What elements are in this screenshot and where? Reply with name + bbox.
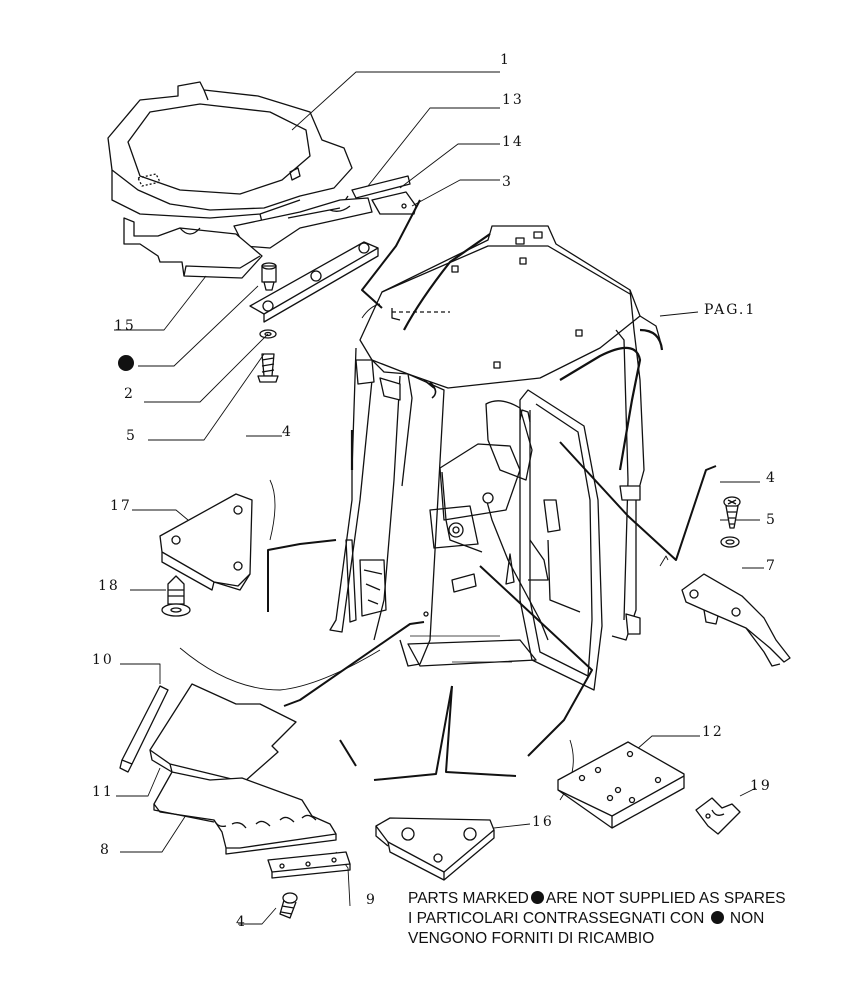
callout-4: 4: [282, 424, 293, 440]
marked-dot-icon: [118, 355, 134, 371]
part-5-washer: [259, 329, 277, 339]
part-17-plate: [159, 493, 253, 591]
callout-5-right: 5: [766, 512, 777, 528]
part-4-screw-right: [723, 496, 741, 529]
part-14-strip: [351, 175, 411, 199]
note-line-2-end: NON: [729, 910, 765, 927]
callout-pag1: PAG.1: [704, 302, 757, 318]
part-18-rivet: [161, 575, 191, 617]
callout-15: 15: [114, 318, 136, 334]
cab-assembly: [329, 225, 664, 691]
part-7-bracket: [681, 573, 791, 667]
callout-8: 8: [100, 842, 111, 858]
callout-17: 17: [110, 498, 132, 514]
marked-bolt: [261, 262, 277, 291]
note-line-1-start: PARTS MARKED: [408, 890, 529, 907]
callout-13: 13: [502, 92, 524, 108]
note-line-1-end: ARE NOT SUPPLIED AS SPARES: [545, 890, 786, 907]
part-4-screw-lower: [279, 892, 298, 919]
part-2-rail: [249, 241, 379, 323]
note-line-1: PARTS MARKED ARE NOT SUPPLIED AS SPARES: [408, 890, 786, 908]
dot-marker-icon: [530, 891, 544, 904]
part-13-lower-liner: [233, 197, 373, 249]
callout-9: 9: [366, 892, 377, 908]
callout-5: 5: [126, 428, 137, 444]
part-16-plate: [375, 817, 495, 881]
callout-19: 19: [750, 778, 772, 794]
callout-18: 18: [98, 578, 120, 594]
leader-lines-thick: [267, 199, 717, 781]
part-11-panel: [149, 683, 297, 783]
note-line-2-start: I PARTICOLARI CONTRASSEGNATI CON: [408, 910, 705, 927]
part-8-floor-plate: [153, 771, 337, 855]
note-line-3: VENGONO FORNITI DI RICAMBIO: [408, 930, 655, 947]
callout-4-right: 4: [766, 470, 777, 486]
leader-lines-thin: [114, 71, 764, 925]
callout-11: 11: [92, 784, 114, 800]
part-12-plate: [557, 741, 685, 829]
part-5-washer-right: [720, 536, 740, 548]
callout-1: 1: [500, 52, 511, 68]
callout-10: 10: [92, 652, 114, 668]
part-19-clip: [695, 797, 741, 835]
part-9-strip: [267, 851, 351, 879]
part-10-strip: [119, 685, 169, 773]
callout-16: 16: [532, 814, 554, 830]
note-line-2: I PARTICOLARI CONTRASSEGNATI CON NON: [408, 910, 764, 928]
part-3-bracket: [371, 191, 417, 215]
callout-14: 14: [502, 134, 524, 150]
callout-3: 3: [502, 174, 513, 190]
part-15-foam: [123, 217, 263, 279]
dot-marker-icon: [710, 911, 724, 924]
callout-2: 2: [124, 386, 135, 402]
part-1-roof-liner: [107, 81, 353, 223]
callout-7: 7: [766, 558, 777, 574]
callout-4-lower: 4: [236, 914, 247, 930]
callout-12: 12: [702, 724, 724, 740]
part-4-screw: [257, 353, 279, 383]
